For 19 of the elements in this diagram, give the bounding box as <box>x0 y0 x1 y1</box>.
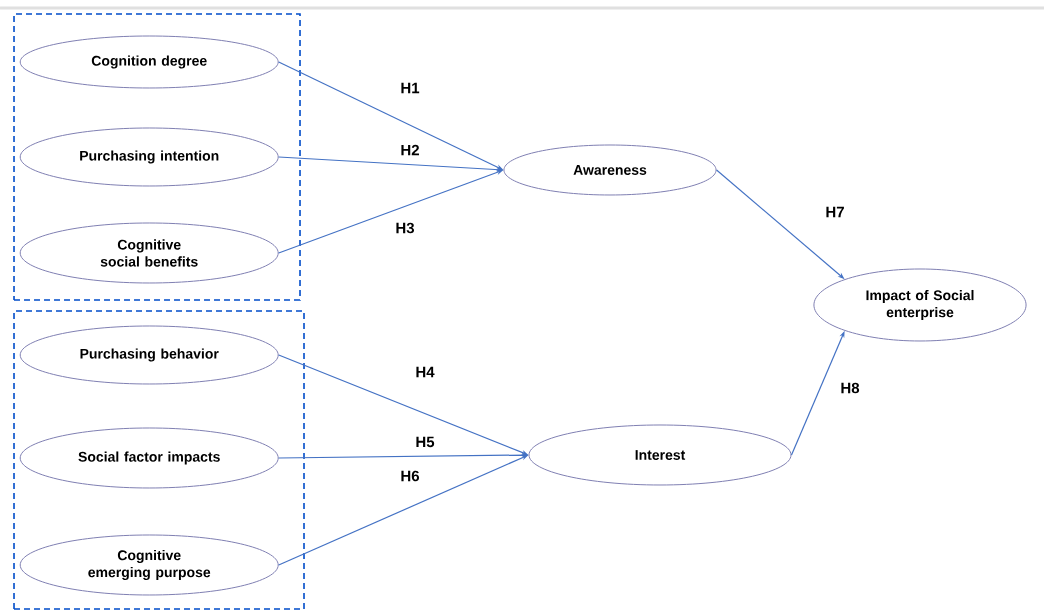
edge-label: H7 <box>826 206 844 218</box>
edge-label: H1 <box>401 82 420 94</box>
ellipse-node: Purchasing intention <box>19 127 279 187</box>
edge-label: H8 <box>841 382 860 394</box>
dashed-group-box <box>13 13 301 301</box>
ellipse-node: Social factor impacts <box>19 427 279 489</box>
ellipse-node: Interest <box>528 424 792 486</box>
ellipse-node: Cognitive social benefits <box>19 222 279 284</box>
edge-label: H3 <box>396 222 415 234</box>
edge-label: H5 <box>416 436 435 448</box>
edge-label: H6 <box>401 470 420 482</box>
ellipse-node: Impact of Social enterprise <box>813 268 1027 342</box>
edge-label: H2 <box>401 144 419 156</box>
dashed-group-box <box>13 310 305 610</box>
ellipse-node: Cognition degree <box>19 35 279 89</box>
ellipse-node: Cognitive emerging purpose <box>19 534 279 596</box>
ellipse-node: Awareness <box>503 144 717 196</box>
edge-label: H4 <box>416 366 435 378</box>
ellipse-node: Purchasing behavior <box>19 325 279 385</box>
